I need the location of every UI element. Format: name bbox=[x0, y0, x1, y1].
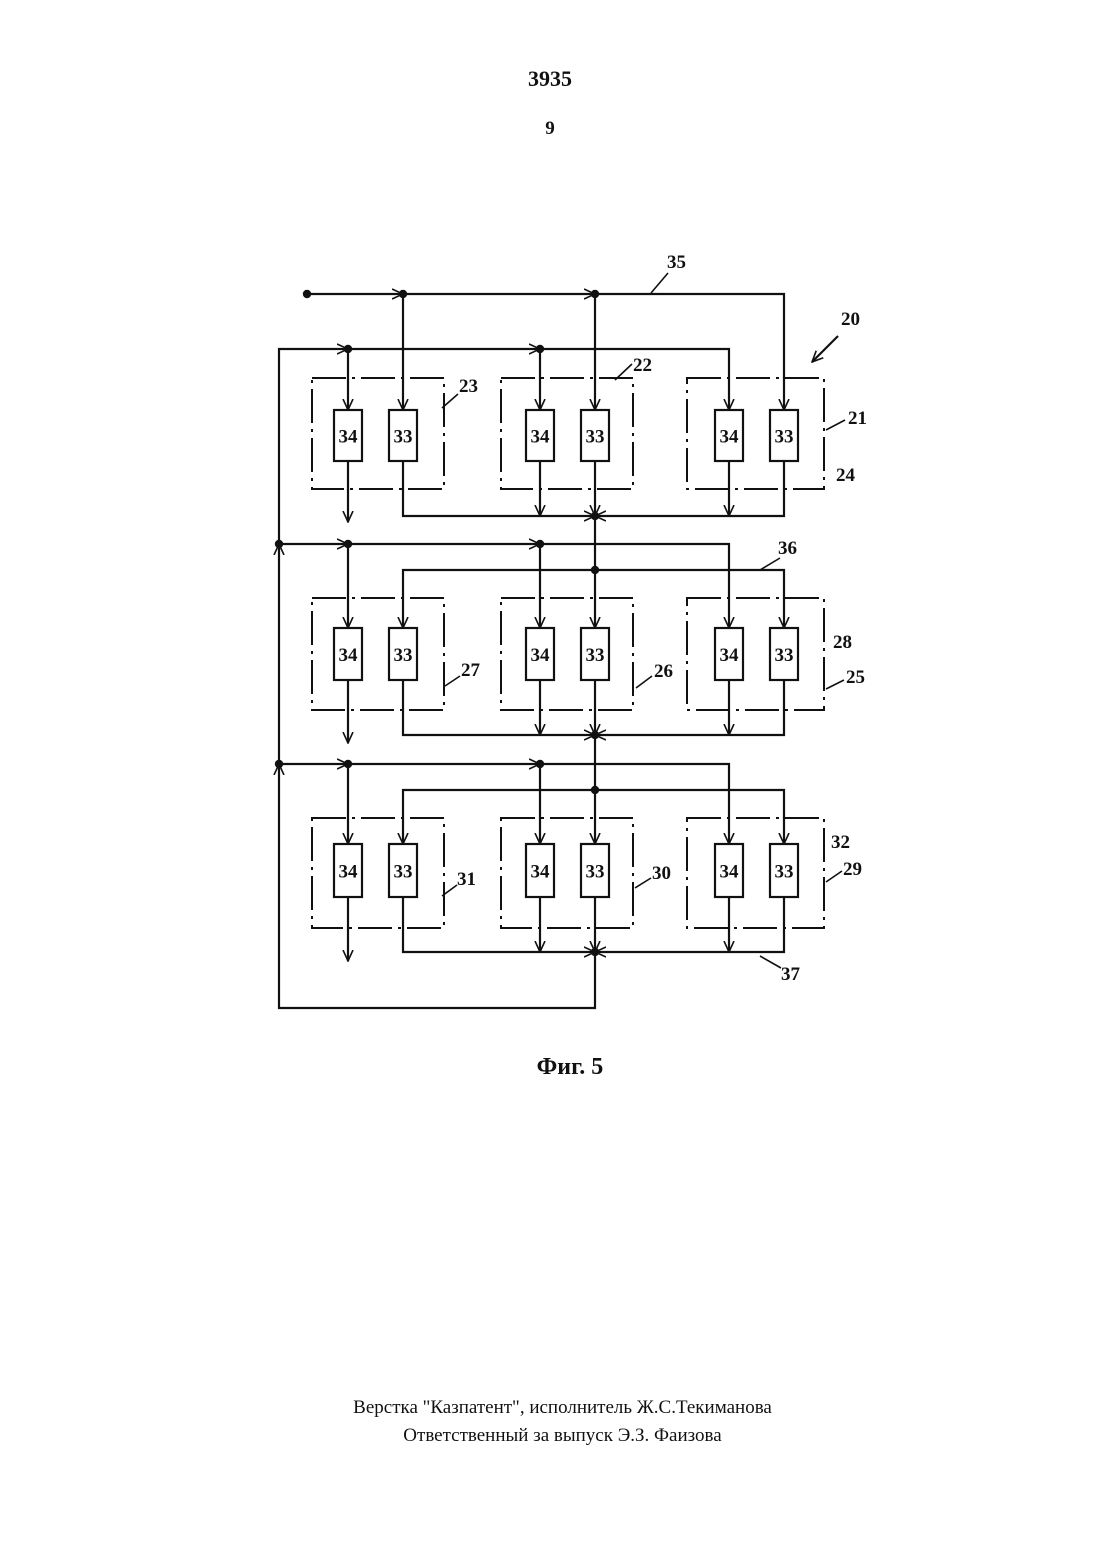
block-33-label: 33 bbox=[775, 862, 794, 883]
junction-dot bbox=[591, 290, 599, 298]
bus-label: 37 bbox=[781, 964, 801, 985]
junction-dot bbox=[591, 566, 599, 574]
junction-dot bbox=[275, 540, 283, 548]
group-frame bbox=[312, 818, 444, 928]
tap-bus bbox=[540, 544, 729, 628]
junction-dot bbox=[536, 760, 544, 768]
group-frame bbox=[687, 598, 824, 710]
label-leader bbox=[635, 878, 651, 888]
junction-dot bbox=[344, 345, 352, 353]
group-label: 26 bbox=[654, 661, 673, 682]
group-frame bbox=[687, 378, 824, 489]
junction-dot bbox=[591, 786, 599, 794]
group-inner-label: 28 bbox=[833, 632, 852, 653]
block-34-label: 34 bbox=[339, 645, 359, 666]
block-34-label: 34 bbox=[720, 427, 740, 448]
tap-bus bbox=[540, 764, 729, 844]
group-frame bbox=[501, 818, 633, 928]
group-frame bbox=[501, 598, 633, 710]
junction-dot bbox=[275, 760, 283, 768]
output-33 bbox=[595, 680, 784, 735]
block-33-label: 33 bbox=[394, 862, 413, 883]
block-34-label: 34 bbox=[531, 645, 551, 666]
group-label: 22 bbox=[633, 355, 652, 376]
junction-dot bbox=[591, 731, 599, 739]
block-34-label: 34 bbox=[720, 862, 740, 883]
group-label: 30 bbox=[652, 863, 671, 884]
output-33 bbox=[403, 897, 595, 952]
label-leader bbox=[445, 676, 460, 686]
unit-label: 20 bbox=[841, 309, 860, 330]
block-33-label: 33 bbox=[586, 645, 605, 666]
group-inner-label: 32 bbox=[831, 832, 850, 853]
output-33 bbox=[403, 680, 595, 735]
junction-dot bbox=[536, 345, 544, 353]
group-label: 27 bbox=[461, 660, 481, 681]
block-34-label: 34 bbox=[720, 645, 740, 666]
block-33-label: 33 bbox=[775, 645, 794, 666]
junction-dot bbox=[303, 290, 311, 298]
junction-dot bbox=[344, 540, 352, 548]
bus-35 bbox=[595, 294, 784, 410]
bus-label: 35 bbox=[667, 252, 686, 273]
junction-dot bbox=[399, 290, 407, 298]
label-leader bbox=[826, 680, 844, 689]
footer-line-2: Ответственный за выпуск Э.З. Фаизова bbox=[0, 1425, 1100, 1447]
block-33-label: 33 bbox=[586, 427, 605, 448]
label-leader bbox=[636, 676, 652, 688]
bus-label: 36 bbox=[778, 538, 797, 559]
group-label: 25 bbox=[846, 667, 865, 688]
group-label: 29 bbox=[843, 859, 862, 880]
block-33-label: 33 bbox=[586, 862, 605, 883]
group-label: 21 bbox=[848, 408, 867, 429]
output-33 bbox=[595, 897, 784, 952]
block-34-label: 34 bbox=[531, 862, 551, 883]
label-leader bbox=[760, 558, 780, 570]
group-label: 23 bbox=[459, 376, 478, 397]
block-33-label: 33 bbox=[394, 427, 413, 448]
block-34-label: 34 bbox=[531, 427, 551, 448]
group-label: 31 bbox=[457, 869, 476, 890]
block-33-label: 33 bbox=[775, 427, 794, 448]
label-leader bbox=[760, 956, 781, 968]
junction-dot bbox=[344, 760, 352, 768]
block-34-label: 34 bbox=[339, 427, 359, 448]
figure-caption: Фиг. 5 bbox=[0, 1054, 1100, 1081]
block-33-label: 33 bbox=[394, 645, 413, 666]
label-leader bbox=[826, 871, 842, 882]
label-leader bbox=[826, 420, 845, 430]
group-frame bbox=[312, 378, 444, 489]
junction-dot bbox=[591, 948, 599, 956]
unit-arrow bbox=[812, 336, 838, 362]
junction-dot bbox=[591, 512, 599, 520]
group-frame bbox=[501, 378, 633, 489]
group-frame bbox=[312, 598, 444, 710]
footer-line-1: Верстка "Казпатент", исполнитель Ж.С.Тек… bbox=[0, 1397, 1100, 1419]
junction-dot bbox=[536, 540, 544, 548]
group-inner-label: 24 bbox=[836, 465, 856, 486]
label-leader bbox=[651, 273, 668, 293]
block-34-label: 34 bbox=[339, 862, 359, 883]
group-frame bbox=[687, 818, 824, 928]
